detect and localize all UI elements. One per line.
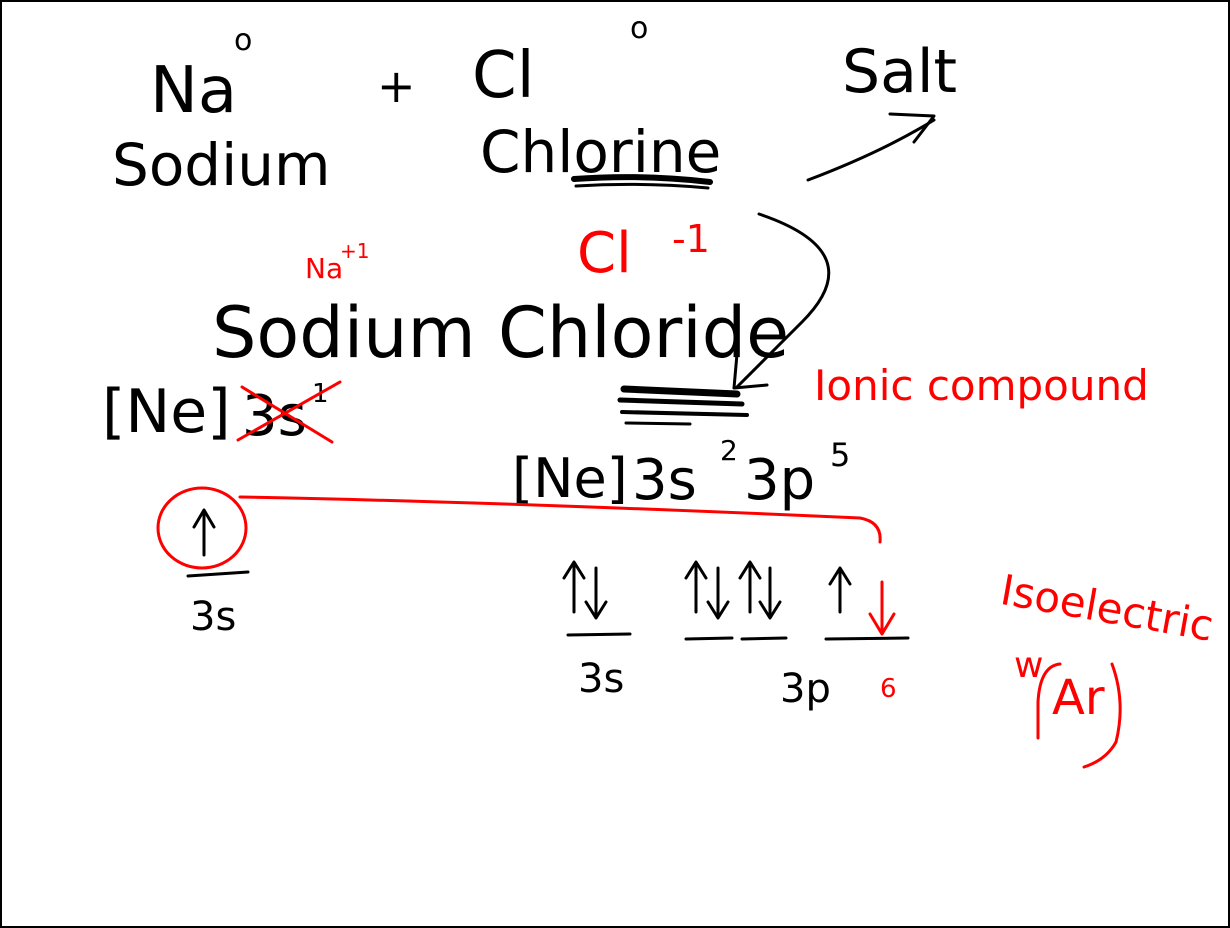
na-config-core: [Ne]	[102, 377, 231, 447]
electron-transfer-line	[238, 495, 882, 544]
na-3s-line	[186, 570, 250, 578]
cl-3p2-line	[740, 636, 788, 641]
compound-underline-4	[624, 421, 692, 426]
ar-right-bracket	[1082, 662, 1122, 769]
cl-3p3-added-down-arrow	[868, 580, 896, 636]
cl-3s-line	[566, 632, 632, 637]
cl-3s-down-arrow	[584, 566, 608, 620]
na-valence-strike-2	[236, 380, 342, 442]
cl-charge-zero: o	[630, 11, 648, 46]
cl-ion-symbol: Cl	[577, 221, 632, 286]
cl-config-s: 3s	[632, 448, 697, 513]
compound-underline-2	[617, 397, 745, 407]
arrow-to-salt	[806, 118, 936, 182]
cl-3p2-up-arrow	[738, 560, 762, 614]
cl-3p2-down-arrow	[758, 566, 782, 620]
cl-3p3-up-arrow	[828, 566, 852, 614]
chlorine-underline-2	[574, 182, 710, 190]
na-symbol: Na	[150, 54, 237, 128]
plus-sign: +	[377, 59, 416, 113]
cl-config-p: 3p	[744, 448, 815, 513]
cl-ion-charge: -1	[672, 217, 710, 261]
cl-3s-up-arrow	[562, 560, 586, 614]
arrow-to-chloride	[735, 212, 831, 389]
salt-word: Salt	[842, 37, 957, 107]
cl-config-core: [Ne]	[512, 447, 628, 510]
compound-underline-1	[620, 385, 741, 398]
arrow-to-chloride-head	[732, 352, 769, 390]
na-charge-zero: o	[234, 23, 252, 58]
na-ion-symbol: Na	[305, 252, 343, 285]
cl-3s-label: 3s	[578, 656, 624, 702]
isoelectronic-element: Ar	[1052, 670, 1105, 726]
sodium-word: Sodium	[112, 131, 331, 199]
na-3s-up-arrow	[192, 508, 216, 557]
cl-3p-label: 3p	[780, 666, 831, 712]
arrow-to-salt-head	[888, 112, 936, 144]
cl-3p1-line	[684, 636, 734, 641]
isoelectronic-note: Isoelectric	[997, 565, 1217, 651]
cl-config-s-exp: 2	[720, 434, 738, 467]
cl-3p1-down-arrow	[706, 566, 730, 620]
chlorine-underline	[571, 174, 713, 185]
cl-3p-new-count: 6	[880, 674, 897, 704]
isoelectronic-to: w	[1014, 645, 1043, 686]
na-electron-circle	[156, 486, 248, 570]
ionic-compound-note: Ionic compound	[814, 361, 1149, 410]
cl-config-p-exp: 5	[830, 436, 850, 474]
na-3s-label: 3s	[190, 594, 236, 640]
compound-name: Sodium Chloride	[212, 292, 789, 374]
isoelectronic-word: Isoelectric	[997, 565, 1217, 651]
cl-symbol: Cl	[472, 39, 534, 113]
cl-3p1-up-arrow	[684, 560, 708, 614]
na-ion-charge: +1	[340, 239, 369, 263]
na-valence-strike-1	[240, 385, 334, 444]
ar-left-bracket	[1036, 662, 1062, 740]
cl-3p3-line	[824, 636, 910, 641]
compound-underline-3	[620, 410, 749, 417]
